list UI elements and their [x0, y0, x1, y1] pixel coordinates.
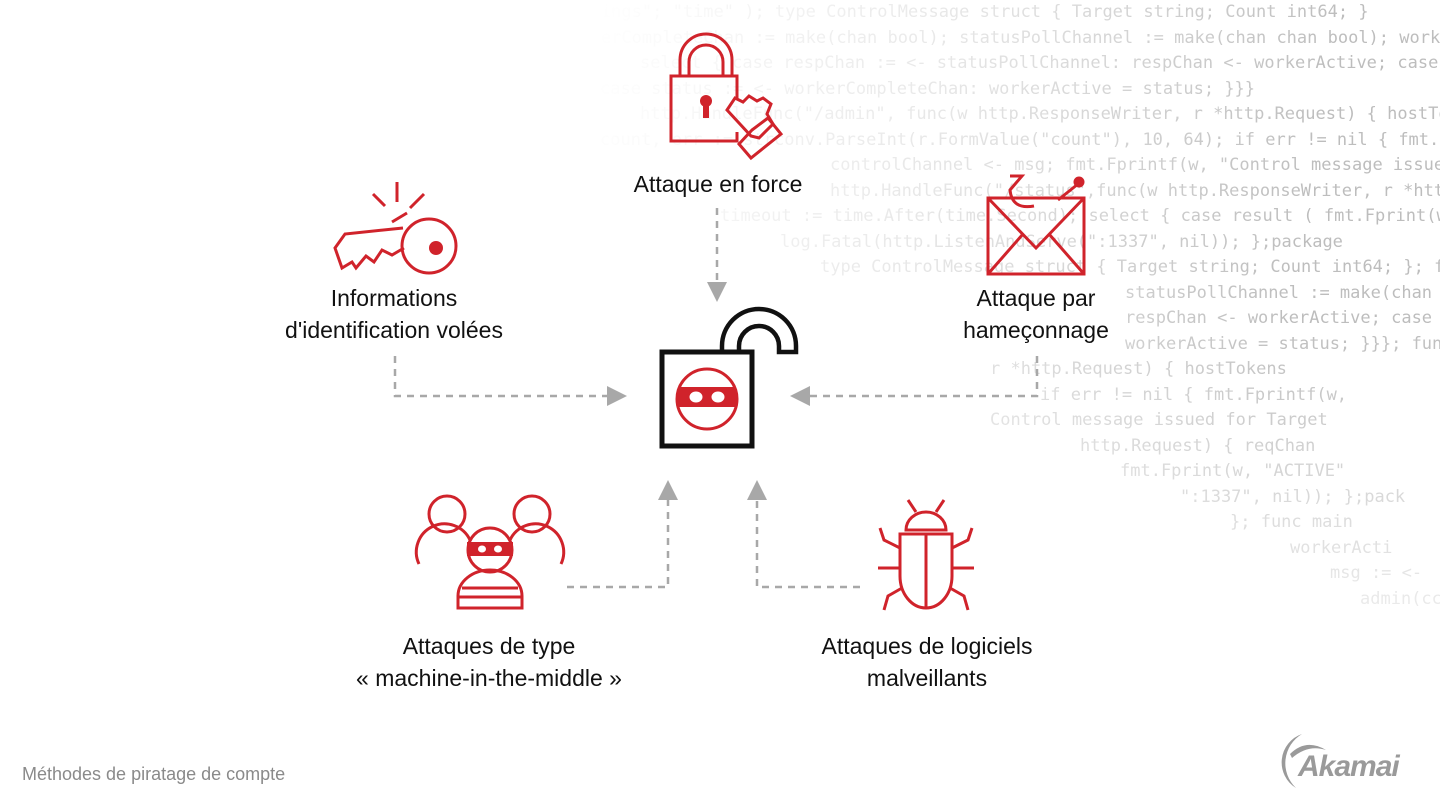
code-line: admin(cc [1360, 588, 1440, 609]
code-line: if err != nil { fmt.Fprintf(w, [1040, 384, 1348, 405]
logo-text: Akamai [1298, 750, 1400, 783]
code-line: }; func main [1230, 512, 1353, 532]
code-line: fmt.Fprint(w, "ACTIVE" [1120, 461, 1346, 481]
label-brute-force: Attaque en force [634, 168, 803, 200]
label-line: Informations [330, 285, 458, 311]
label-line: malveillants [866, 665, 988, 691]
code-line: controlChannel <- msg; fmt.Fprintf(w, "C… [830, 155, 1440, 175]
code-line: ":1337", nil)); };pack [1180, 486, 1406, 507]
code-line: timeout := time.After(time.Second); sele… [720, 206, 1440, 226]
phishing-envelope-icon [986, 174, 1086, 276]
label-line: Attaque en force [633, 171, 803, 197]
label-stolen-credentials: Informations d'identification volées [285, 282, 503, 346]
akamai-wave-icon [1281, 734, 1326, 788]
code-line: r *http.Request) { hostTokens [990, 359, 1287, 379]
hacked-padlock-icon [659, 306, 799, 449]
arrow-phishing [790, 356, 1039, 406]
machine-in-the-middle-icon [414, 494, 566, 610]
label-line: hameçonnage [963, 317, 1109, 343]
akamai-logo: Akamai [1270, 728, 1420, 792]
code-line: case status := <- workerCompleteChan: wo… [600, 78, 1256, 99]
label-malware: Attaques de logiciels malveillants [822, 630, 1033, 694]
label-line: Attaques de logiciels [821, 633, 1033, 659]
code-line: "strings"; "time" ); type ControlMessage… [560, 2, 1369, 22]
figure-caption: Méthodes de piratage de compte [22, 764, 286, 784]
code-line: respChan <- workerActive; case msg := <- [1125, 308, 1433, 328]
code-line: Control message issued for Target [990, 410, 1328, 430]
code-line: http.Request) { reqChan [1080, 435, 1316, 456]
code-line: workerCompleteChan := make(chan bool); s… [560, 27, 1440, 48]
code-line: msg := <- [1330, 563, 1423, 583]
arrow-malware [747, 480, 860, 589]
padlock-fist-icon [669, 32, 784, 161]
code-line: type ControlMessage struct { Target stri… [820, 257, 1440, 277]
label-mitm: Attaques de type « machine-in-the-middle… [356, 630, 622, 694]
label-line: Attaque par [976, 285, 1096, 311]
code-line: count, err := strconv.ParseInt(r.FormVal… [600, 129, 1440, 150]
code-line: workerActive = status; }}}; func admin(c… [1125, 333, 1440, 354]
label-line: « machine-in-the-middle » [356, 665, 622, 691]
stolen-key-icon [333, 182, 458, 275]
arrow-stolen-credentials [393, 356, 627, 406]
code-line: statusPollChannel := make(chan chan bool… [1125, 282, 1433, 303]
code-line: workerActi [1290, 537, 1393, 558]
code-line: select { case respChan := <- statusPollC… [640, 53, 1440, 73]
label-phishing: Attaque par hameçonnage [963, 282, 1109, 346]
label-line: Attaques de type [402, 633, 576, 659]
arrow-mitm [567, 480, 678, 589]
malware-bug-icon [878, 499, 974, 611]
label-line: d'identification volées [285, 317, 503, 343]
code-line: log.Fatal(http.ListenAndServe(":1337", n… [780, 231, 1343, 252]
